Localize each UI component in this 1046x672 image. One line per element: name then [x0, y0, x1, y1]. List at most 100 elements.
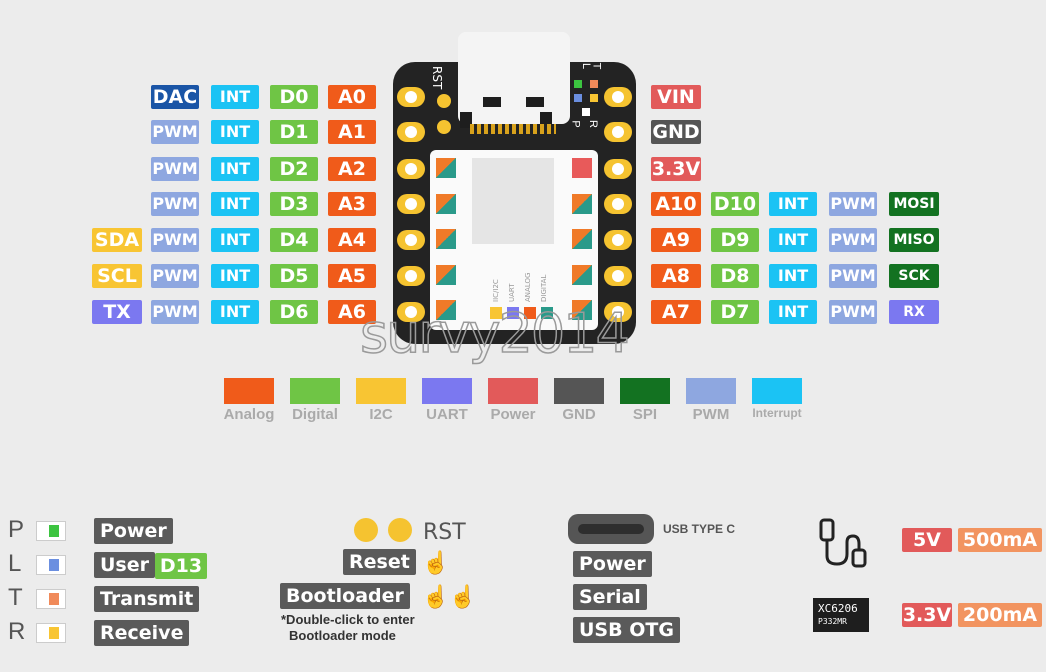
power-200ma: 200mA	[958, 603, 1042, 627]
pin-tag-pwm: PWM	[151, 264, 199, 288]
legend-label: GND	[562, 406, 596, 423]
pin-tag-digital: D1	[270, 120, 318, 144]
single-click-icon: ☝	[422, 550, 450, 575]
usb-notch-left	[483, 97, 501, 107]
led-icon	[36, 555, 66, 575]
pin-indicator	[436, 265, 456, 285]
legend-swatch	[752, 378, 802, 404]
pin-tag-pwm: PWM	[829, 228, 877, 252]
legend-swatch	[224, 378, 274, 404]
pin-tag-digital: D3	[270, 192, 318, 216]
led-letter: T	[8, 584, 23, 611]
legend-label: SPI	[632, 406, 658, 423]
pin-indicator	[436, 300, 456, 320]
led-icon	[36, 521, 66, 541]
usb-function-otg: USB OTG	[573, 617, 680, 643]
usb-tab-left	[460, 112, 472, 128]
pin-indicator	[572, 265, 592, 285]
legend-label: UART	[426, 406, 468, 423]
pin-pad-right	[604, 87, 632, 107]
power-5v: 5V	[902, 528, 952, 552]
chip-mark-i2c: IIC/I2C	[492, 279, 500, 302]
pin-tag-int: INT	[769, 264, 817, 288]
pin-pad-right	[604, 302, 632, 322]
pin-tag-analog: A4	[328, 228, 376, 252]
pin-tag-spi: MISO	[889, 228, 939, 252]
led-extra-tag: D13	[155, 553, 207, 579]
pin-tag-pwm: PWM	[151, 300, 199, 324]
led-label-r: R	[586, 120, 599, 128]
double-click-icon: ☝☝	[422, 584, 477, 609]
legend-swatch	[356, 378, 406, 404]
pin-tag-analog: A10	[651, 192, 701, 216]
chip-mark-digital-swatch	[541, 307, 553, 319]
regulator-chip-sub: P332MR	[818, 617, 847, 626]
rst-button-dot-1	[354, 518, 378, 542]
rst-pad-2	[437, 120, 451, 134]
led-label: Power	[94, 518, 173, 544]
pin-tag-special: SDA	[92, 228, 142, 252]
legend-label: Power	[490, 406, 536, 423]
pin-tag-digital: D0	[270, 85, 318, 109]
regulator-chip-icon	[813, 598, 869, 632]
pin-tag-analog: A0	[328, 85, 376, 109]
pin-tag-digital: D6	[270, 300, 318, 324]
chip-mark-uart-swatch	[507, 307, 519, 319]
led-label-t: T	[590, 62, 603, 70]
pin-pad-right	[604, 266, 632, 286]
pin-tag-int: INT	[211, 192, 259, 216]
pin-tag-digital: D5	[270, 264, 318, 288]
pin-indicator	[572, 229, 592, 249]
pin-tag-int: INT	[211, 120, 259, 144]
pin-tag-analog: A7	[651, 300, 701, 324]
pin-tag-digital: D4	[270, 228, 318, 252]
led-letter: P	[8, 516, 25, 543]
legend-swatch	[686, 378, 736, 404]
pin-tag-spi: MOSI	[889, 192, 939, 216]
pin-tag-digital: D7	[711, 300, 759, 324]
pin-tag-digital: D9	[711, 228, 759, 252]
pin-pad-left	[397, 87, 425, 107]
chip-mark-analog-swatch	[524, 307, 536, 319]
usb-function-power: Power	[573, 551, 652, 577]
pin-tag-power: VIN	[651, 85, 701, 109]
bootloader-label: Bootloader	[280, 583, 410, 609]
pin-tag-pwm: PWM	[151, 228, 199, 252]
usb-type-label: USB TYPE C	[663, 522, 736, 536]
pin-tag-analog: A6	[328, 300, 376, 324]
legend-label: Analog	[223, 406, 275, 423]
led-label-p: P	[569, 120, 582, 128]
led-rx	[590, 94, 598, 102]
legend-swatch	[554, 378, 604, 404]
power-3v3: 3.3V	[902, 603, 952, 627]
pin-tag-pwm: PWM	[151, 120, 199, 144]
legend-label: I2C	[369, 406, 393, 423]
chip-mark-digital: DIGITAL	[540, 274, 548, 302]
pin-tag-power: 3.3V	[651, 157, 701, 181]
legend-label: Interrupt	[752, 406, 802, 420]
watermark: survy2014	[359, 301, 630, 366]
regulator-chip-name: XC6206	[818, 602, 858, 615]
pin-pad-left	[397, 159, 425, 179]
pin-pad-right	[604, 122, 632, 142]
pin-tag-special: DAC	[151, 85, 199, 109]
led-label: Receive	[94, 620, 190, 646]
usb-c-icon-inner	[578, 524, 644, 534]
rst-pad-1	[437, 94, 451, 108]
pin-tag-analog: A9	[651, 228, 701, 252]
usb-notch-right	[526, 97, 544, 107]
pin-tag-int: INT	[211, 85, 259, 109]
led-letter: L	[8, 550, 22, 577]
pin-pad-left	[397, 266, 425, 286]
mcu-chip	[472, 158, 554, 244]
led-icon	[36, 589, 66, 609]
reset-label: Reset	[343, 549, 416, 575]
pin-tag-int: INT	[769, 300, 817, 324]
pin-tag-digital: D2	[270, 157, 318, 181]
pin-pad-left	[397, 230, 425, 250]
pin-tag-digital: D10	[711, 192, 759, 216]
legend-label: Digital	[292, 406, 338, 423]
led-extra	[582, 108, 590, 116]
rst-button-dot-2	[388, 518, 412, 542]
led-power	[574, 80, 582, 88]
